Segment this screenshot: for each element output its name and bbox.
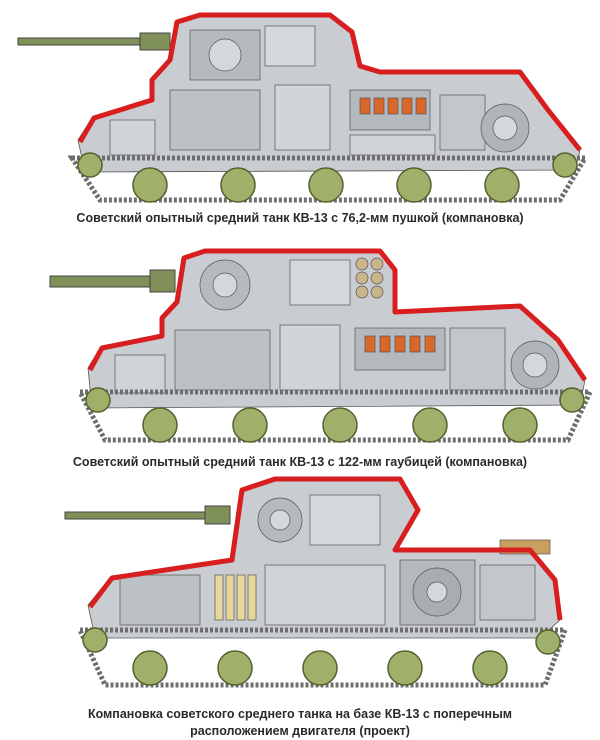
road-wheels: [85, 387, 585, 443]
caption-kv13-122mm: Советский опытный средний танк КВ-13 с 1…: [72, 455, 528, 469]
internal-components: [119, 494, 551, 626]
armor-outline: [77, 12, 582, 152]
road-wheels: [82, 627, 561, 686]
caption-line-2: расположением двигателя (проект): [190, 724, 410, 738]
gun-barrel: [17, 32, 171, 51]
caption-kv13-76mm: Советский опытный средний танк КВ-13 с 7…: [76, 211, 524, 225]
internal-components: [114, 257, 560, 394]
internal-components: [109, 25, 530, 156]
track: [67, 155, 590, 203]
gun-barrel: [64, 505, 231, 525]
gun-barrel: [49, 269, 176, 293]
track: [75, 389, 594, 443]
tank-cutaway-kv13-122mm: [0, 240, 600, 450]
armor-outline: [87, 248, 588, 382]
tank-cutaway-kv13-transverse-engine: [0, 470, 600, 705]
armor-outline: [88, 476, 563, 621]
tank-cutaway-kv13-76mm: [0, 0, 600, 210]
caption-kv13-transverse-engine: Компановка советского среднего танка на …: [0, 706, 600, 740]
caption-line-1: Компановка советского среднего танка на …: [87, 707, 513, 721]
road-wheels: [77, 152, 578, 203]
